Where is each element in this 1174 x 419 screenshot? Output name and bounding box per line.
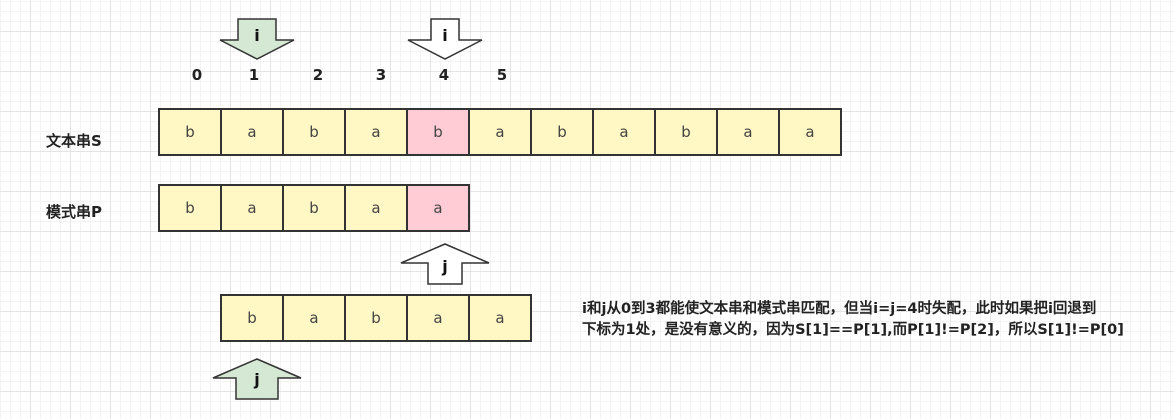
text-cell: b <box>158 108 222 156</box>
shifted-pattern-cell: b <box>220 294 284 342</box>
index-label: 1 <box>248 66 260 84</box>
pattern-cell: a <box>344 184 408 232</box>
text-cell: b <box>654 108 718 156</box>
shifted-pattern-cell: a <box>282 294 346 342</box>
explanation-note: i和j从0到3都能使文本串和模式串匹配，但当i=j=4时失配，此时如果把i回退到… <box>582 299 1124 341</box>
pointer-j-white-arrow: j <box>400 243 490 285</box>
pointer-i-green-arrow: i <box>219 18 295 60</box>
text-cell: a <box>592 108 656 156</box>
shifted-pattern-row: b a b a a <box>220 294 532 342</box>
pattern-cell-mismatch: a <box>406 184 470 232</box>
text-string-label: 文本串S <box>46 132 102 150</box>
down-arrow-icon <box>219 18 295 60</box>
index-label: 0 <box>191 66 203 84</box>
pointer-j-label: j <box>442 257 448 276</box>
explanation-line: 下标为1处，是没有意义的，因为S[1]==P[1],而P[1]!=P[2]，所以… <box>582 322 1124 338</box>
text-cell: b <box>282 108 346 156</box>
text-cell: a <box>468 108 532 156</box>
pointer-i-label: i <box>442 26 448 45</box>
text-string-row: b a b a b a b a b a a <box>158 108 842 156</box>
text-cell: a <box>344 108 408 156</box>
text-cell: a <box>778 108 842 156</box>
shifted-pattern-cell: a <box>406 294 470 342</box>
text-cell: a <box>220 108 284 156</box>
up-arrow-icon <box>400 243 490 285</box>
index-label: 4 <box>438 66 450 84</box>
pointer-j-green-arrow: j <box>212 358 302 400</box>
explanation-line: i和j从0到3都能使文本串和模式串匹配，但当i=j=4时失配，此时如果把i回退到 <box>582 301 1097 317</box>
pointer-i-white-arrow: i <box>407 18 483 60</box>
index-label: 3 <box>375 66 387 84</box>
up-arrow-icon <box>212 358 302 400</box>
index-label: 2 <box>312 66 324 84</box>
pattern-cell: b <box>158 184 222 232</box>
text-cell-mismatch: b <box>406 108 470 156</box>
index-label: 5 <box>496 66 508 84</box>
shifted-pattern-cell: b <box>344 294 408 342</box>
pointer-j-label: j <box>254 370 260 389</box>
down-arrow-icon <box>407 18 483 60</box>
pointer-i-label: i <box>254 26 260 45</box>
text-cell: b <box>530 108 594 156</box>
shifted-pattern-cell: a <box>468 294 532 342</box>
pattern-string-row: b a b a a <box>158 184 470 232</box>
pattern-string-label: 模式串P <box>46 203 102 221</box>
text-cell: a <box>716 108 780 156</box>
pattern-cell: b <box>282 184 346 232</box>
pattern-cell: a <box>220 184 284 232</box>
